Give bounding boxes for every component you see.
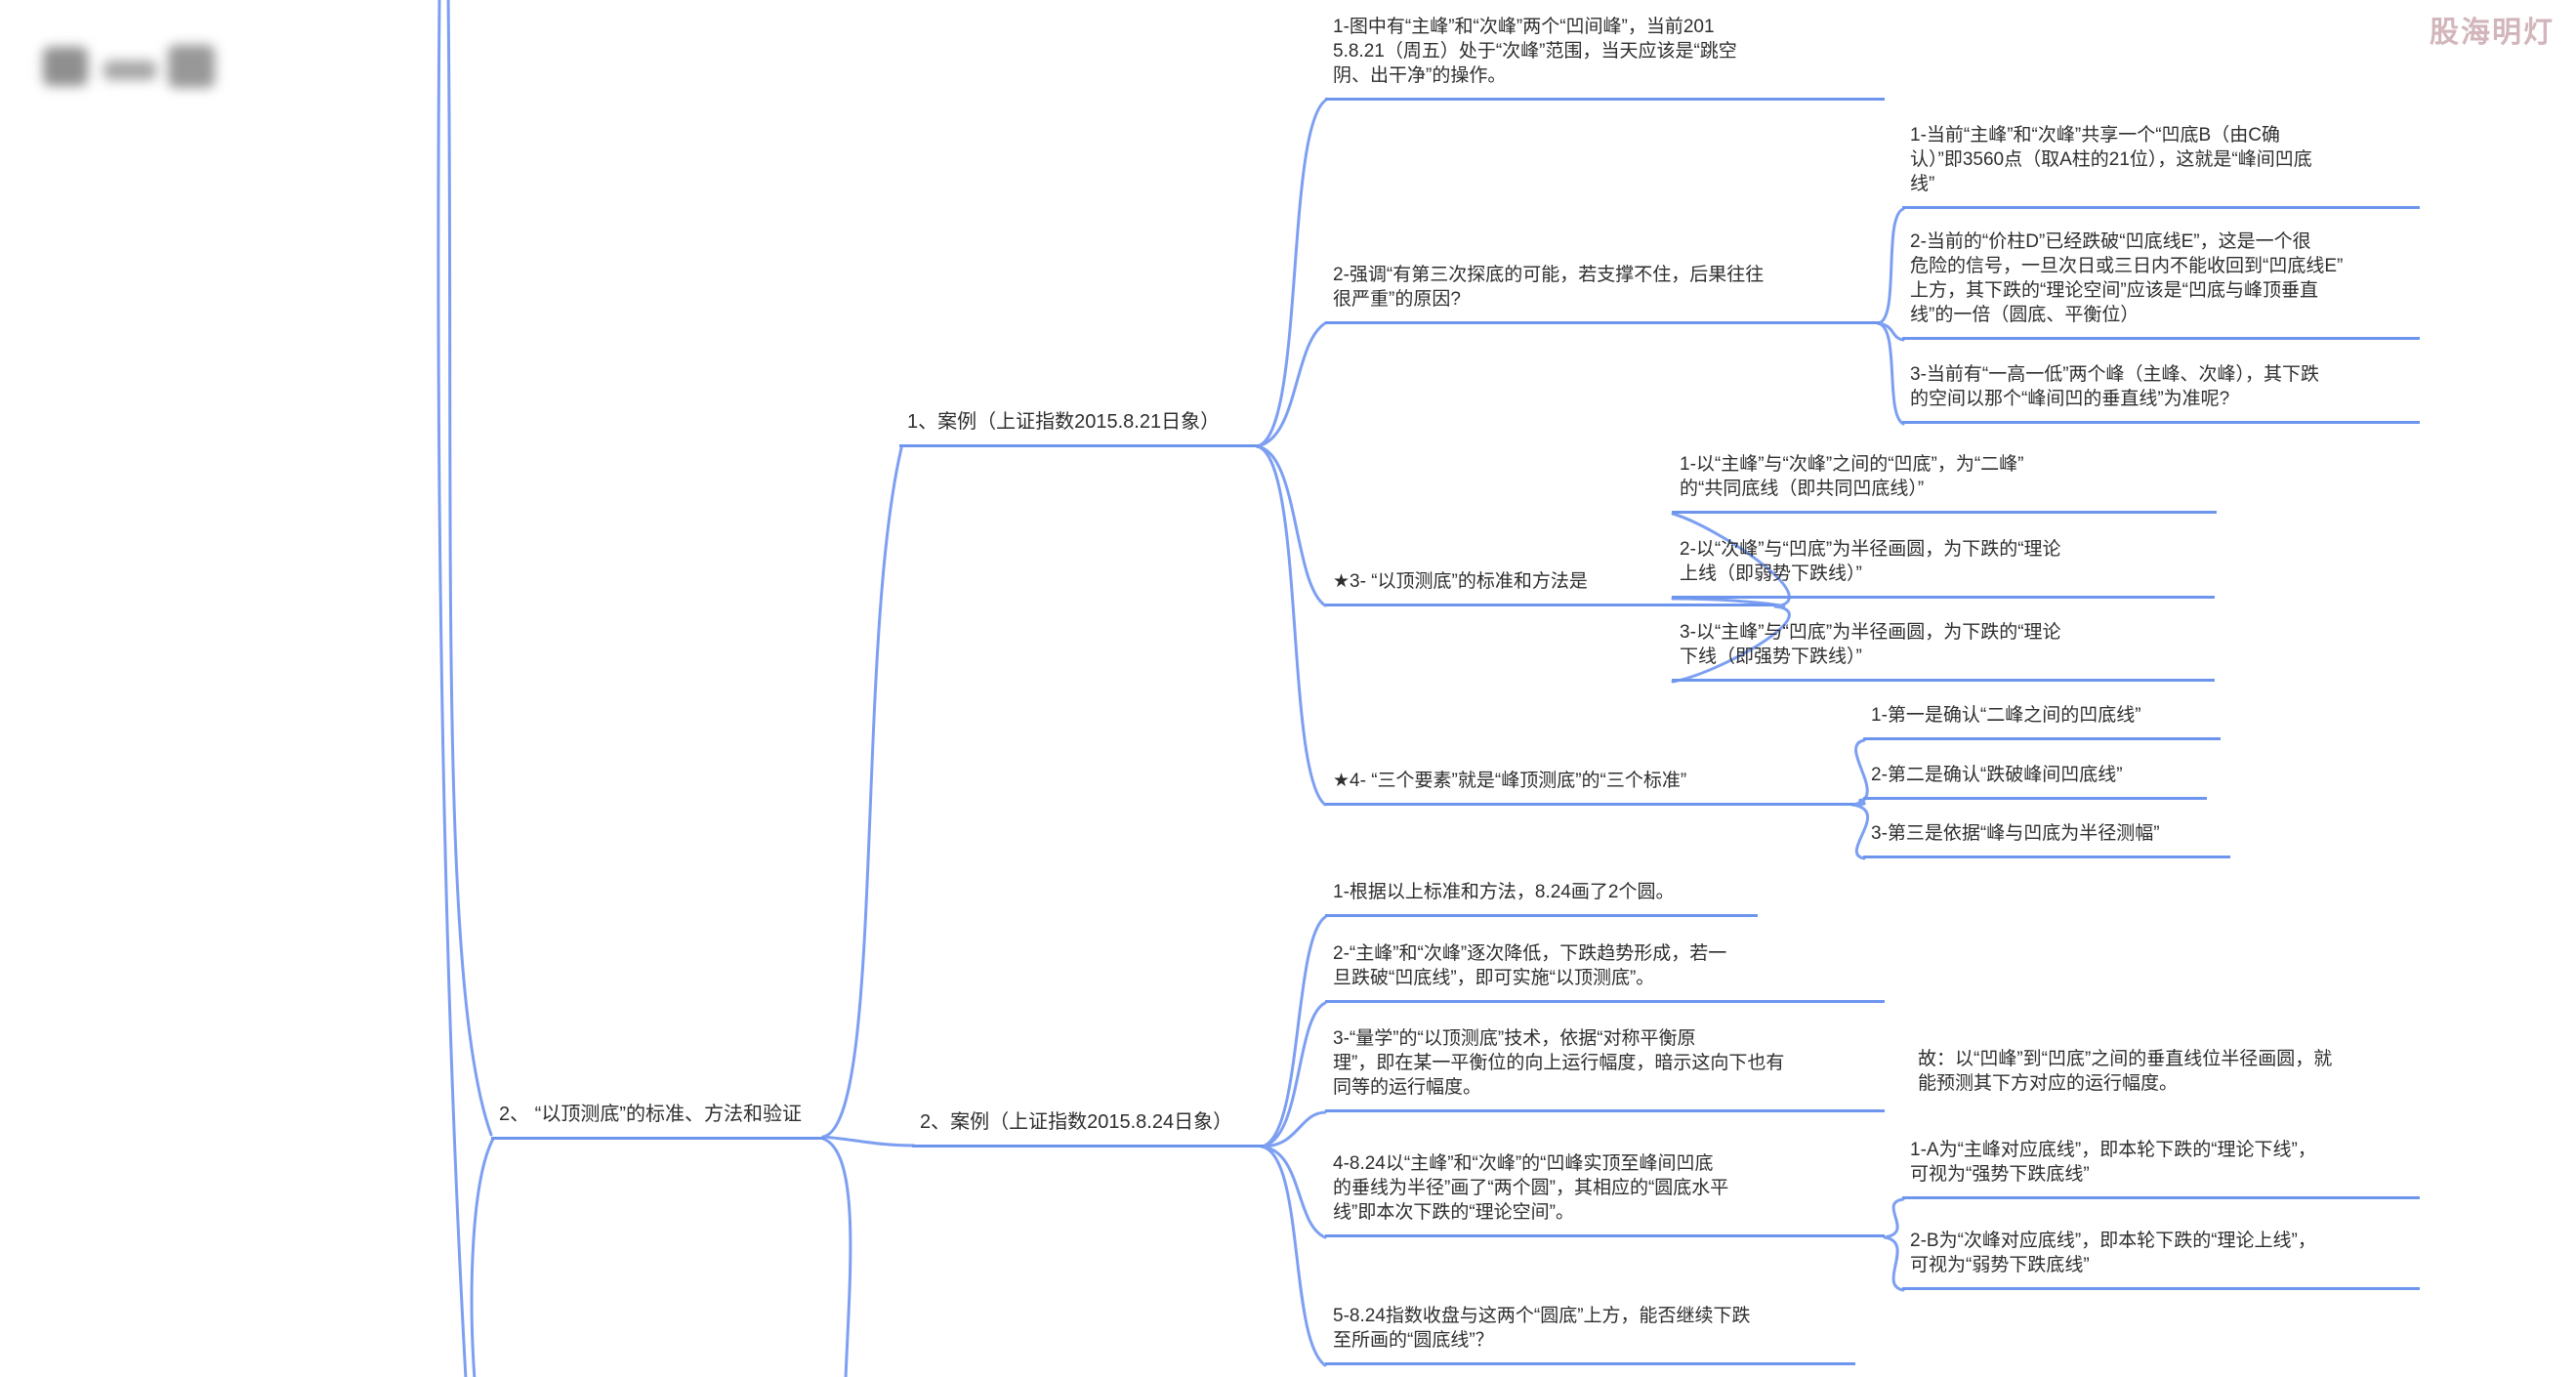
node-case1-point1[interactable]: 1-图中有“主峰”和“次峰”两个“凹间峰”，当前201 5.8.21（周五）处于… xyxy=(1325,15,1885,101)
node-topic2[interactable]: 2、 “以顶测底”的标准、方法和验证 xyxy=(491,1103,825,1140)
node-case2-point5[interactable]: 5-8.24指数收盘与这两个“圆底”上方，能否继续下跌 至所画的“圆底线”？ xyxy=(1325,1304,1855,1365)
node-case2-point4-sub1[interactable]: 1-A为“主峰对应底线”，即本轮下跌的“理论下线”， 可视为“强势下跌底线” xyxy=(1902,1138,2420,1199)
node-case1-point2-sub3[interactable]: 3-当前有“一高一低”两个峰（主峰、次峰），其下跌 的空间以那个“峰间凹的垂直线… xyxy=(1902,362,2420,424)
node-case1-point3-sub3[interactable]: 3-以“主峰”与“凹底”为半径画圆，为下跌的“理论 下线（即强势下跌线）” xyxy=(1672,620,2215,682)
node-case1-point3-sub1[interactable]: 1-以“主峰”与“次峰”之间的“凹底”，为“二峰” 的“共同底线（即共同凹底线）… xyxy=(1672,452,2217,514)
logo-blob xyxy=(43,47,88,86)
node-case1-point2-sub2[interactable]: 2-当前的“价柱D”已经跌破“凹底线E”，这是一个很 危险的信号，一旦次日或三日… xyxy=(1902,230,2420,340)
node-case1-point4-sub2[interactable]: 2-第二是确认“跌破峰间凹底线” xyxy=(1863,763,2207,800)
node-case2-point1[interactable]: 1-根据以上标准和方法，8.24画了2个圆。 xyxy=(1325,880,1758,917)
node-case2-point3-note[interactable]: 故：以“凹峰”到“凹底”之间的垂直线位半径画圆，就 能预测其下方对应的运行幅度。 xyxy=(1918,1049,2333,1094)
node-case2-point3[interactable]: 3-“量学”的“以顶测底”技术，依据“对称平衡原 理”，即在某一平衡位的向上运行… xyxy=(1325,1026,1885,1112)
node-case1-point4[interactable]: ★4- “三个要素”就是“峰顶测底”的“三个标准” xyxy=(1325,769,1854,806)
node-case2-point4-sub2[interactable]: 2-B为“次峰对应底线”，即本轮下跌的“理论上线”， 可视为“弱势下跌底线” xyxy=(1902,1229,2420,1290)
watermark-text: 股海明灯 xyxy=(2430,17,2555,49)
node-case1-point2-sub1[interactable]: 1-当前“主峰”和“次峰”共享一个“凹底B（由C确 认）”即3560点（取A柱的… xyxy=(1902,123,2420,209)
blurred-logo xyxy=(39,29,234,107)
logo-blob xyxy=(168,45,215,88)
node-case2[interactable]: 2、案例（上证指数2015.8.24日象） xyxy=(912,1110,1264,1148)
node-case2-point2[interactable]: 2-“主峰”和“次峰”逐次降低，下跌趋势形成，若一 旦跌破“凹底线”，即可实施“… xyxy=(1325,941,1885,1003)
node-case1-point3-sub2[interactable]: 2-以“次峰”与“凹底”为半径画圆，为下跌的“理论 上线（即弱势下跌线）” xyxy=(1672,537,2215,599)
node-case1-point3[interactable]: ★3- “以顶测底”的标准和方法是 xyxy=(1325,569,1775,606)
logo-blob xyxy=(104,61,156,80)
node-case1-point4-sub1[interactable]: 1-第一是确认“二峰之间的凹底线” xyxy=(1863,703,2221,740)
node-case2-point4[interactable]: 4-8.24以“主峰”和“次峰”的“凹峰实顶至峰间凹底 的垂线为半径”画了“两个… xyxy=(1325,1151,1885,1237)
node-case1[interactable]: 1、案例（上证指数2015.8.21日象） xyxy=(899,410,1259,447)
node-case1-point2[interactable]: 2-强调“有第三次探底的可能，若支撑不住，后果往往 很严重”的原因? xyxy=(1325,263,1880,324)
node-case1-point4-sub3[interactable]: 3-第三是依据“峰与凹底为半径测幅” xyxy=(1863,821,2230,858)
